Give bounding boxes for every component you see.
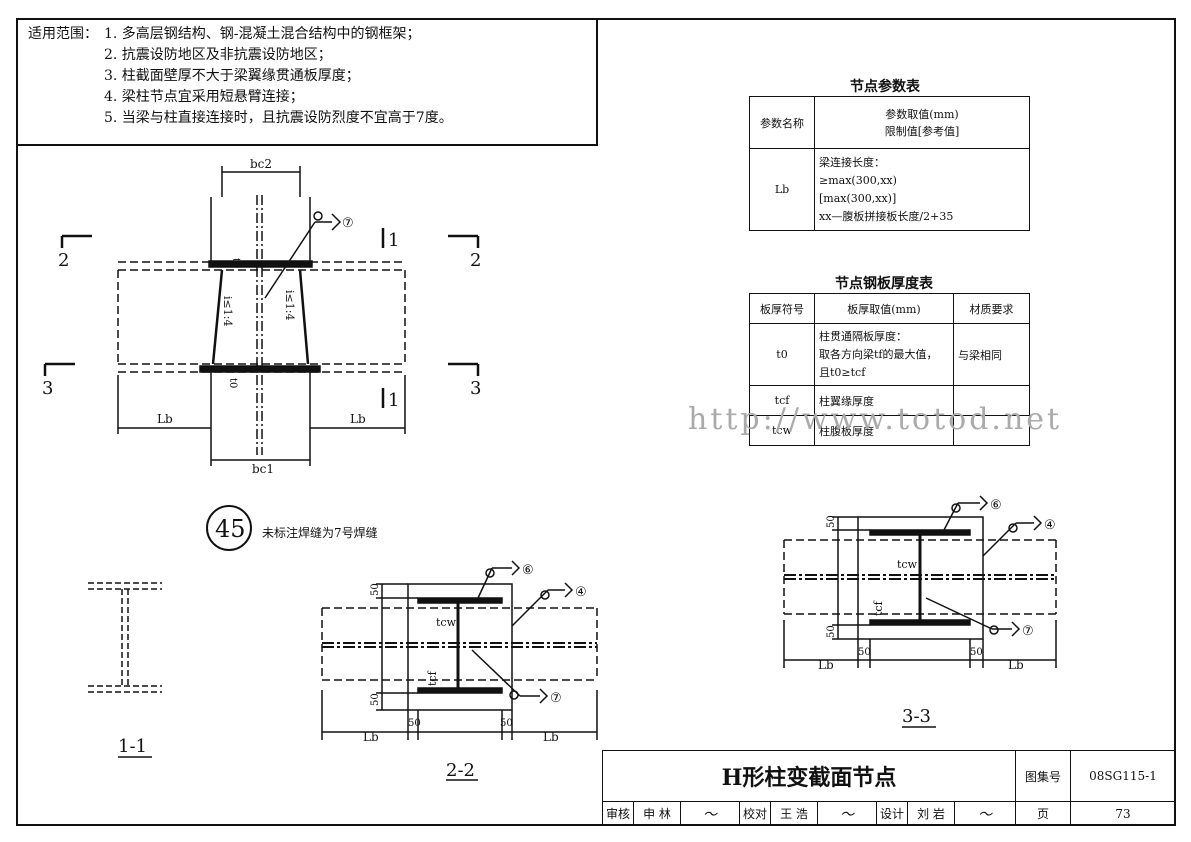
- dim-lb: Lb: [363, 730, 379, 744]
- section-2-2: [321, 560, 598, 781]
- weld-note: 未标注焊缝为7号焊缝: [262, 525, 378, 540]
- label-tcf-2: tcf: [426, 670, 439, 686]
- label-tcf-3: tcf: [872, 600, 885, 616]
- dim-bc1: bc1: [252, 462, 274, 476]
- plate-row-value-line: 且t0≥tcf: [819, 365, 866, 379]
- scope-of-application: 适用范围： 1. 多高层钢结构、钢-混凝土混合结构中的钢框架； 2. 抗震设防地…: [16, 18, 598, 146]
- title-block: H形柱变截面节点 图集号 08SG115-1 审核 申 林 〜 校对 王 浩 〜…: [602, 750, 1176, 826]
- atlas-number: 08SG115-1: [1070, 750, 1176, 802]
- plate-row-symbol: tcw: [749, 415, 815, 446]
- scope-item-4: 4. 梁柱节点宜采用短悬臂连接；: [104, 89, 304, 105]
- weld-4-label: ④: [575, 585, 587, 600]
- node-number: 45: [215, 515, 246, 543]
- section-mark-2-left: 2: [58, 250, 69, 271]
- review-label: 审核: [602, 801, 634, 826]
- dim-50: 50: [370, 583, 381, 596]
- dim-50: 50: [500, 718, 513, 729]
- dim-50: 50: [408, 718, 421, 729]
- param-row-line-4: xx—腹板拼接板长度/2+35: [819, 209, 954, 223]
- designer-name: 刘 岩: [907, 801, 955, 826]
- param-header-value-1: 参数取值(mm): [885, 107, 959, 121]
- weld-7-label: ⑦: [1022, 624, 1034, 639]
- dim-50: 50: [826, 515, 837, 528]
- plate-table-title: 节点钢板厚度表: [835, 276, 933, 292]
- weld-7-label: ⑦: [550, 691, 562, 706]
- section-mark-3-left: 3: [42, 378, 53, 399]
- check-label: 校对: [739, 801, 771, 826]
- dim-50: 50: [826, 625, 837, 638]
- elevation-view: [43, 166, 480, 466]
- atlas-label: 图集号: [1015, 750, 1071, 802]
- plate-row-value-line: 柱腹板厚度: [814, 415, 954, 446]
- watermark: http://www.totod.net: [688, 402, 1063, 437]
- plate-header-value: 板厚取值(mm): [814, 293, 954, 324]
- plate-row-symbol: tcf: [749, 385, 815, 416]
- label-t0-bottom: t0: [227, 378, 238, 388]
- designer-signature: 〜: [954, 801, 1016, 826]
- weld-6-label: ⑥: [990, 498, 1002, 513]
- scope-item-3: 3. 柱截面壁厚不大于梁翼缘贯通板厚度；: [104, 68, 360, 84]
- label-slope-left: i≤1:4: [221, 296, 234, 326]
- dim-lb: Lb: [1008, 658, 1024, 672]
- section-mark-2-right: 2: [470, 250, 481, 271]
- dim-lb-left: Lb: [157, 412, 173, 426]
- plate-header-material: 材质要求: [953, 293, 1030, 324]
- checker-signature: 〜: [817, 801, 877, 826]
- dim-lb-right: Lb: [350, 412, 366, 426]
- page-label: 页: [1015, 801, 1071, 826]
- param-row-line-1: 梁连接长度：: [819, 155, 885, 169]
- section-label-3-3: 3-3: [902, 706, 931, 727]
- label-tcw-3: tcw: [897, 558, 918, 571]
- param-header-value-2: 限制值[参考值]: [884, 124, 960, 138]
- plate-table: 板厚符号 板厚取值(mm) 材质要求 t0 柱贯通隔板厚度： 取各方向梁tf的最…: [749, 293, 1030, 446]
- section-mark-1-bottom: 1: [388, 390, 399, 411]
- page-number: 73: [1070, 801, 1176, 826]
- param-row-line-2: ≥max(300,xx): [819, 173, 897, 187]
- weld-7-label: ⑦: [342, 216, 354, 231]
- reviewer-name: 申 林: [633, 801, 681, 826]
- drawing-title: H形柱变截面节点: [602, 750, 1016, 802]
- param-row-line-3: [max(300,xx)]: [819, 191, 897, 205]
- param-row-name: Lb: [749, 148, 815, 231]
- dim-lb: Lb: [543, 730, 559, 744]
- plate-row-value-line: 柱贯通隔板厚度：: [819, 329, 907, 343]
- section-mark-1-top: 1: [388, 230, 399, 251]
- plate-row-material: [953, 385, 1030, 416]
- label-t0-top: t0: [230, 258, 241, 268]
- plate-row-material: [953, 415, 1030, 446]
- plate-row-material: 与梁相同: [953, 323, 1030, 386]
- design-label: 设计: [876, 801, 908, 826]
- dim-bc2: bc2: [250, 157, 272, 171]
- weld-4-label: ④: [1044, 518, 1056, 533]
- reviewer-signature: 〜: [680, 801, 740, 826]
- checker-name: 王 浩: [770, 801, 818, 826]
- section-label-2-2: 2-2: [446, 760, 475, 781]
- scope-item-2: 2. 抗震设防地区及非抗震设防地区；: [104, 47, 332, 63]
- dim-50: 50: [970, 647, 983, 658]
- section-mark-3-right: 3: [470, 378, 481, 399]
- dim-50: 50: [858, 647, 871, 658]
- label-slope-right: i≤1:4: [283, 290, 296, 320]
- weld-6-label: ⑥: [522, 563, 534, 578]
- section-label-1-1: 1-1: [118, 736, 147, 757]
- dim-lb: Lb: [818, 658, 834, 672]
- scope-item-1: 1. 多高层钢结构、钢-混凝土混合结构中的钢框架；: [104, 26, 421, 42]
- plate-row-value-line: 取各方向梁tf的最大值，: [819, 347, 938, 361]
- param-table-title: 节点参数表: [850, 79, 920, 95]
- section-1-1: [88, 582, 162, 693]
- section-3-3: [783, 495, 1057, 728]
- param-table: 参数名称 参数取值(mm) 限制值[参考值] Lb 梁连接长度： ≥max(30…: [749, 96, 1030, 231]
- param-header-name: 参数名称: [749, 96, 815, 149]
- label-tcw-2: tcw: [436, 616, 457, 629]
- plate-row-value-line: 柱翼缘厚度: [814, 385, 954, 416]
- scope-label: 适用范围：: [28, 26, 98, 42]
- scope-item-5: 5. 当梁与柱直接连接时，且抗震设防烈度不宜高于7度。: [104, 110, 453, 126]
- dim-50: 50: [370, 693, 381, 706]
